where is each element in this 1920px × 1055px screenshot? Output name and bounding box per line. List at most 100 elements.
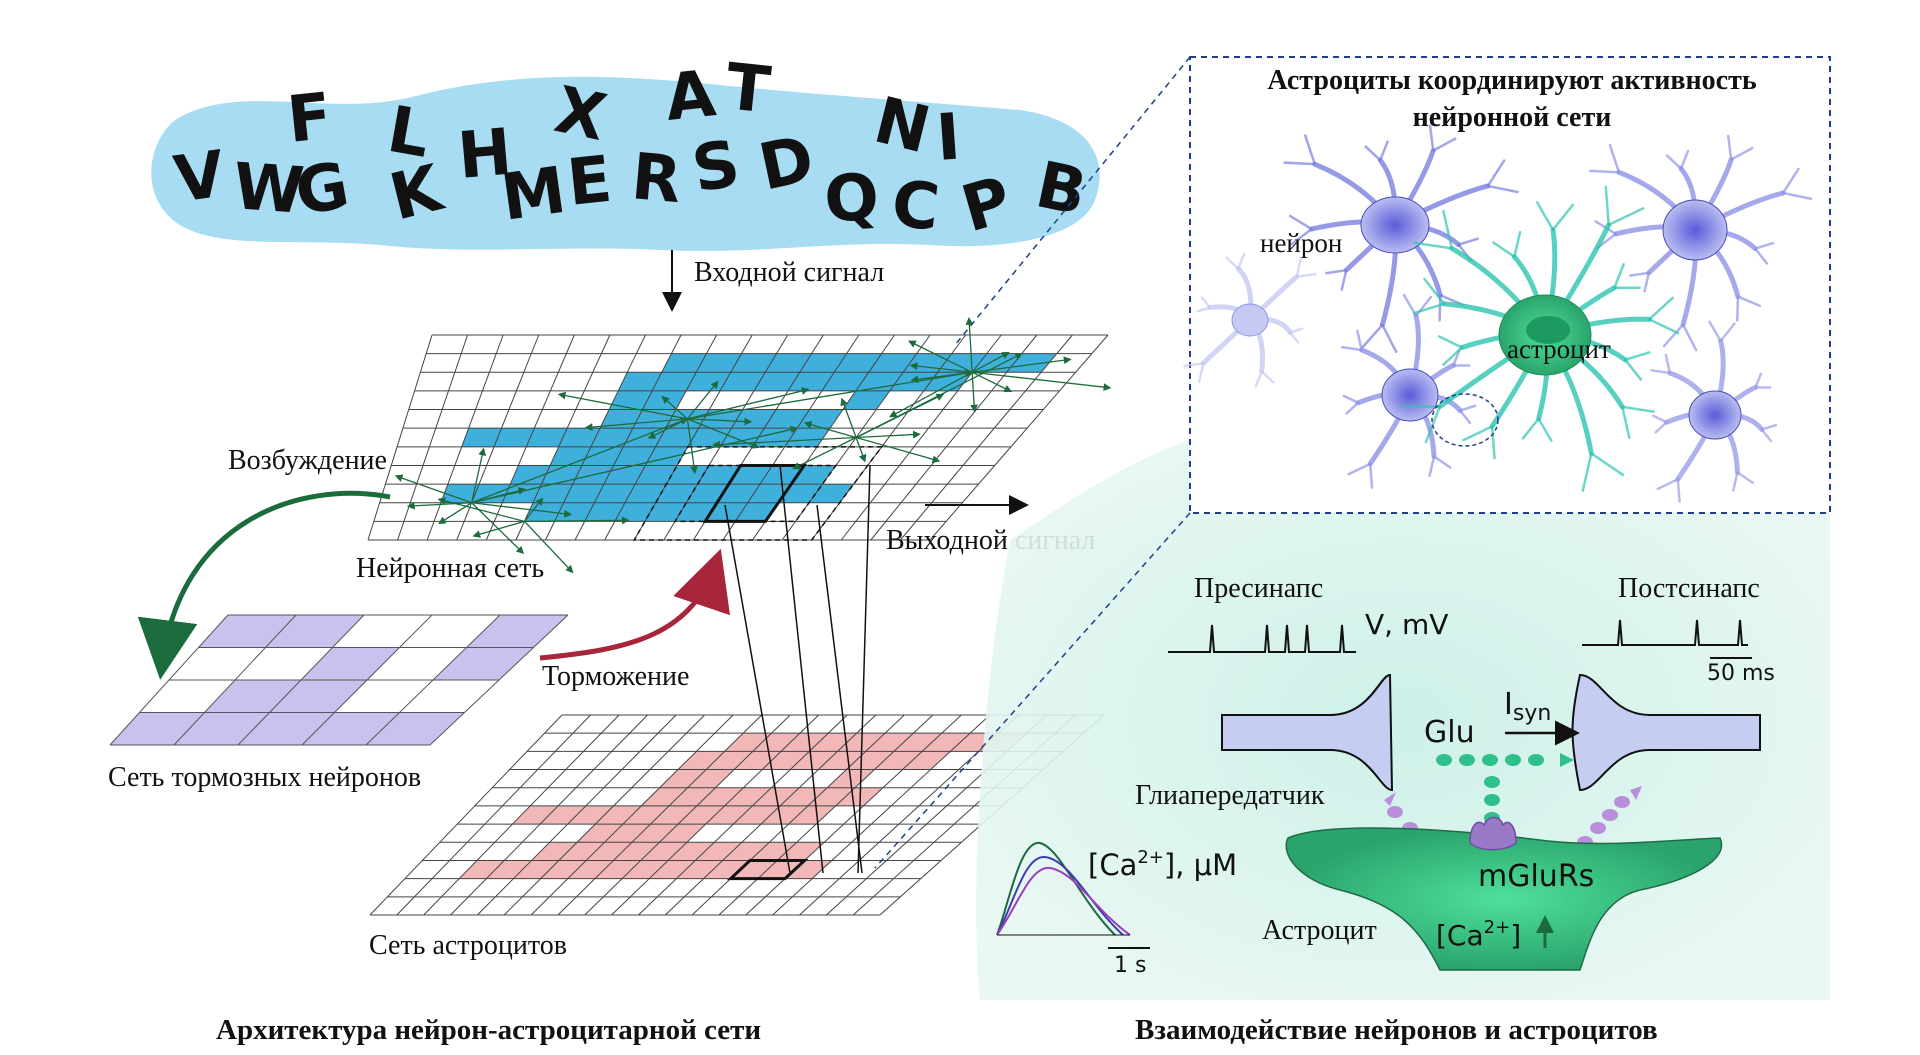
grid-cell [581,446,624,466]
grid-cell [604,824,651,843]
grid-cell [753,372,800,391]
grid-cell [855,372,904,391]
astrocyte-inset-label: астроцит [1507,334,1611,364]
connection-arrow [471,502,525,555]
isyn-label: Isyn [1504,687,1551,726]
gliotransmitter-arrowhead [1384,792,1396,806]
connection-arrow [971,351,1010,373]
glutamate-vesicle [1484,794,1500,806]
neuron-cell [1589,134,1813,352]
grid-cell [618,372,662,391]
glutamate-vesicle [1482,754,1498,766]
connection-arrow [437,497,525,522]
grid-cell [110,712,205,745]
presynaptic-spike-trace [1168,624,1356,653]
grid-cell [865,733,914,752]
gliotransmitter-vesicle [1602,809,1618,821]
postsynaptic-spike-trace [1582,619,1748,646]
neuron-connections [394,316,1112,574]
neural-network-label: Нейронная сеть [356,553,544,584]
excitation-arrow [137,490,391,680]
grid-cell [669,787,716,806]
grid-cell [666,465,709,485]
grid-cell [471,484,511,503]
input-letter: V [170,138,230,218]
grid-cell [661,353,707,373]
connection-arrow [471,417,689,504]
connection-arrow [909,362,973,373]
input-letter: I [934,100,963,175]
glu-label: Glu [1424,715,1475,750]
grid-cell [705,805,753,825]
grid-cell [613,842,660,861]
connection-arrow [394,474,472,504]
grid-cell [635,465,678,485]
glutamate-vesicle [1505,754,1521,766]
grid-cell [724,733,772,752]
grid-cell [842,390,890,410]
connection-arrow [965,316,974,373]
scale-ms-label: 50 ms [1707,661,1775,686]
grid-cell [722,842,770,861]
grid-cell [659,769,707,788]
grid-cell [558,842,605,861]
glutamate-vesicle [1528,754,1544,766]
mglur-receptor [1469,816,1517,851]
grid-cell [486,860,532,879]
grid-cell [818,751,866,770]
calcium-trace-purple [996,866,1131,936]
connection-arrow [472,520,525,538]
connection-arrow [584,418,688,431]
inhibition-label: Торможение [542,661,689,692]
neuron-cell [1650,320,1778,503]
grid-cell [762,751,810,770]
grid-cell [724,787,772,806]
grid-cell [590,428,633,447]
receptive-field-box [702,463,808,523]
input-letter: G [290,149,355,231]
grid-cell [440,484,480,503]
projection-lines [724,464,871,874]
grid-cell [874,751,923,770]
inhibitory-network-grid [109,614,569,746]
input-letter: Q [822,160,881,238]
input-letter: E [564,143,615,221]
synapse-schematic: Пресинапс Постсинапс V, mV 50 ms Glu Isy… [996,573,1775,978]
input-letter: H [455,116,515,194]
grid-cell [728,465,773,485]
gliotransmitter-vesicle [1590,822,1606,834]
voltage-label: V, mV [1365,608,1448,641]
zoom-line-bottom [874,512,1191,869]
grid-cell [655,484,698,503]
connection-arrow [557,391,688,420]
gliotransmitter-vesicle [1387,806,1403,818]
grid-cell [687,769,735,788]
zoom-line-top [954,56,1191,346]
connection-arrow [686,418,698,475]
connection-arrow [686,380,719,420]
grid-cell [540,805,586,825]
inset-title-line2: нейронной сети [1413,102,1612,133]
grid-cell [577,824,623,843]
neuron-cell [1283,124,1519,354]
grid-cell [609,390,653,410]
astrocyte-synapse-label: Астроцит [1262,915,1377,946]
connection-arrow [687,417,753,426]
connection-arrow [524,516,630,525]
grid-cell [459,860,505,879]
grid-cell [733,805,781,825]
connection-arrow [803,421,857,439]
grid-cell [624,484,667,503]
grid-cell [807,787,856,806]
grid-cell [764,409,810,429]
calcium-axis-label: [Ca2+], μM [1088,847,1237,882]
neuron-label: нейрон [1260,228,1342,258]
grid-cell [540,860,587,879]
grid-cell [697,465,741,485]
grid-cell [652,372,697,391]
interaction-title: Взаимодействие нейронов и астроцитов [1135,1014,1658,1046]
grid-cell [265,615,364,648]
grid-cell [655,428,699,447]
grid-cell [788,805,836,825]
grid-cell [698,409,743,429]
